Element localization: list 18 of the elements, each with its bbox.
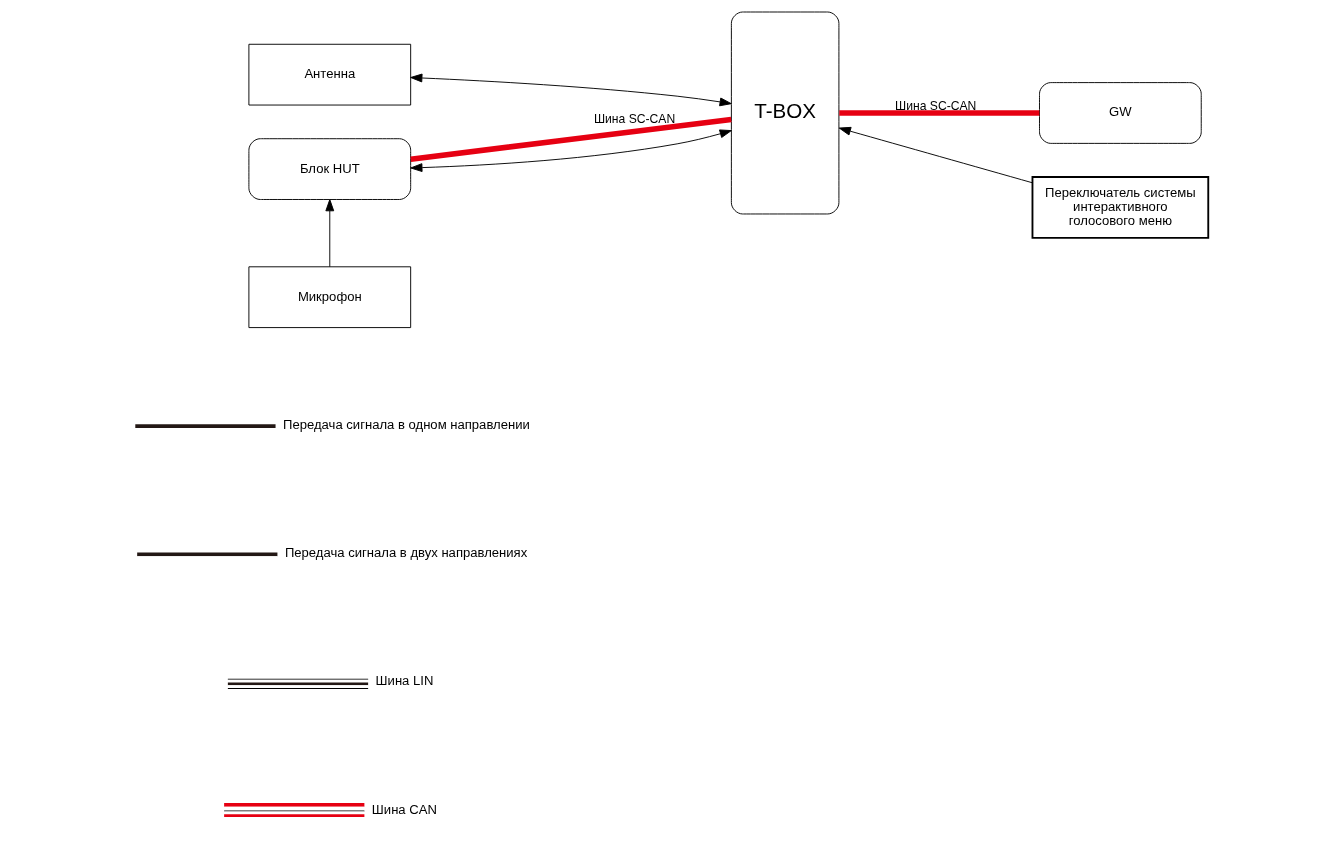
legend-label: Шина LIN: [375, 673, 433, 689]
connector: [838, 110, 1039, 116]
legend-label: Передача сигнала в одном направлении: [282, 417, 530, 433]
node-box: Микрофон: [247, 266, 411, 329]
edge-label: Шина SC-CAN: [593, 111, 675, 126]
legend-label: Передача сигнала в двух направлениях: [284, 545, 527, 561]
node-box: Антенна: [247, 43, 411, 106]
legend-label: Шина CAN: [371, 801, 437, 817]
connector: [409, 116, 732, 162]
arrow: [838, 126, 1033, 184]
node-box: T-BOX: [730, 11, 839, 215]
arrow: [409, 129, 732, 172]
arrow: [409, 73, 732, 107]
node-box: Переключатель системы интерактивного голосового меню: [1031, 176, 1209, 239]
arrow: [324, 199, 334, 268]
edge-label: Шина SC-CAN: [894, 98, 976, 113]
node-box: Блок HUT: [247, 138, 411, 200]
node-box: GW: [1038, 82, 1202, 144]
